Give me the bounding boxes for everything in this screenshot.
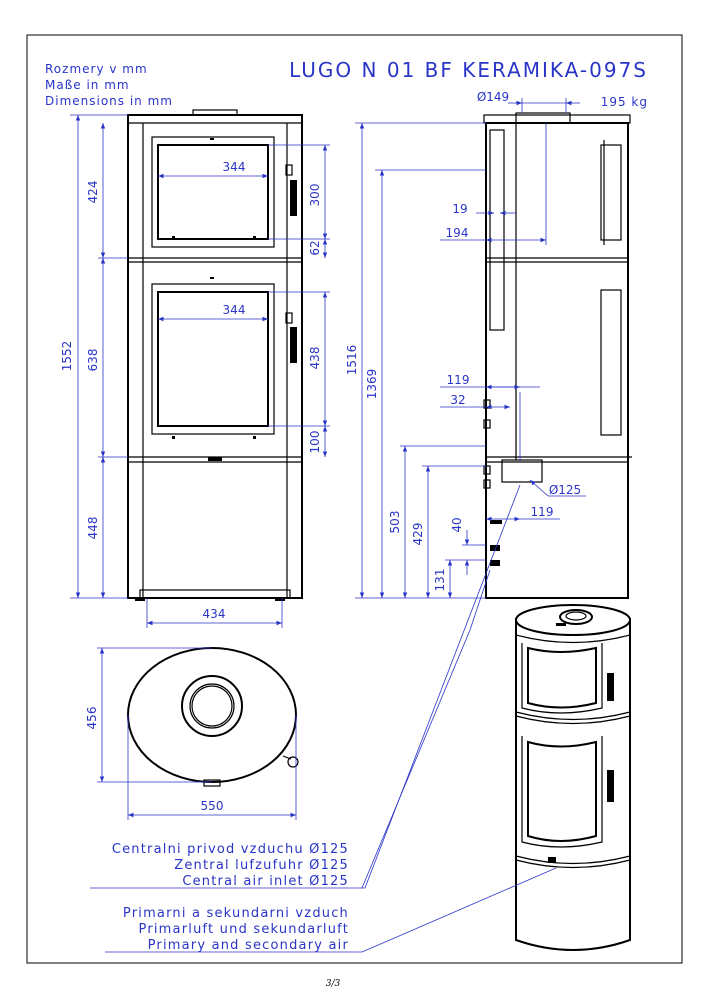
top-view (127, 647, 299, 787)
dim-flue-center-height: 1369 (365, 369, 379, 400)
caption-central-air-en: Central air inlet Ø125 (182, 874, 349, 889)
side-air-inlet (501, 459, 543, 483)
stove-flue-3d (559, 609, 593, 625)
front-view (127, 109, 303, 601)
stove-window-bottom-3d (527, 740, 597, 842)
units-de: Maße in mm (45, 78, 130, 92)
side-view (483, 112, 632, 599)
stove-top-3d (515, 604, 631, 636)
caption-primary-air-de: Primarluft und sekundarluft (139, 922, 349, 937)
side-top-cap (483, 114, 631, 124)
dim-inlet-lower: 119 (531, 505, 554, 519)
dim-top-window-width: 344 (223, 160, 246, 174)
front-dimensions: 1552 424 638 448 344 344 300 62 438 100 (60, 114, 330, 628)
page-number: 3/3 (326, 979, 341, 989)
dim-lower-height: 448 (86, 517, 100, 540)
dim-flue-height: 1516 (345, 345, 359, 376)
top-flue-outer (181, 675, 243, 737)
dim-upper-height: 424 (86, 181, 100, 204)
front-handle-bottom (290, 327, 297, 363)
front-bottom-window (157, 291, 269, 427)
dim-inlet-diameter: Ø125 (549, 483, 581, 497)
dim-top-window-gap: 62 (308, 240, 322, 255)
caption-primary-air-sk: Primarni a sekundarni vzduch (123, 906, 349, 921)
dim-bottom-window-gap: 100 (308, 431, 322, 454)
dim-flue-offset: 19 (452, 202, 467, 216)
dim-middle-height: 638 (86, 349, 100, 372)
top-flue-inner (189, 683, 235, 729)
dim-height-131: 131 (433, 569, 447, 592)
stove-window-top-3d (527, 646, 597, 709)
dim-top-width: 550 (201, 799, 224, 813)
units-en: Dimensions in mm (45, 94, 173, 108)
dim-height-429: 429 (411, 523, 425, 546)
weight-label: 195 kg (601, 95, 648, 109)
front-handle-top (290, 180, 297, 216)
caption-primary-air-en: Primary and secondary air (148, 938, 349, 953)
side-body (485, 122, 629, 599)
front-body (127, 114, 303, 599)
dim-height-40: 40 (450, 517, 464, 532)
dim-top-window-height: 300 (308, 184, 322, 207)
top-dimensions: 456 550 (85, 647, 297, 820)
dim-flue-diameter: Ø149 (477, 90, 509, 104)
dim-bottom-window-height: 438 (308, 347, 322, 370)
dim-front-width: 434 (203, 607, 226, 621)
dim-bottom-window-width: 344 (223, 303, 246, 317)
dim-top-depth: 456 (85, 707, 99, 730)
dim-inlet-depth: 119 (447, 373, 470, 387)
captions: Centralni privod vzduchu Ø125 Zentral lu… (90, 842, 557, 953)
caption-central-air-sk: Centralni privod vzduchu Ø125 (112, 842, 349, 857)
dim-height-503: 503 (388, 511, 402, 534)
front-top-window (157, 144, 269, 240)
units-sk: Rozmery v mm (45, 62, 148, 76)
dim-total-height: 1552 (60, 341, 74, 372)
stove-body-3d (515, 618, 631, 951)
perspective-view (515, 604, 631, 951)
dim-flue-depth: 194 (446, 226, 469, 240)
product-title: LUGO N 01 BF KERAMIKA-097S (289, 58, 648, 82)
sheet-frame (26, 34, 683, 964)
top-handle (287, 756, 299, 768)
caption-central-air-de: Zentral lufzufuhr Ø125 (174, 858, 349, 873)
top-outline (127, 647, 297, 783)
dim-inlet-offset: 32 (450, 393, 465, 407)
side-dimensions: Ø149 1516 1369 19 194 119 32 Ø125 (345, 90, 586, 889)
